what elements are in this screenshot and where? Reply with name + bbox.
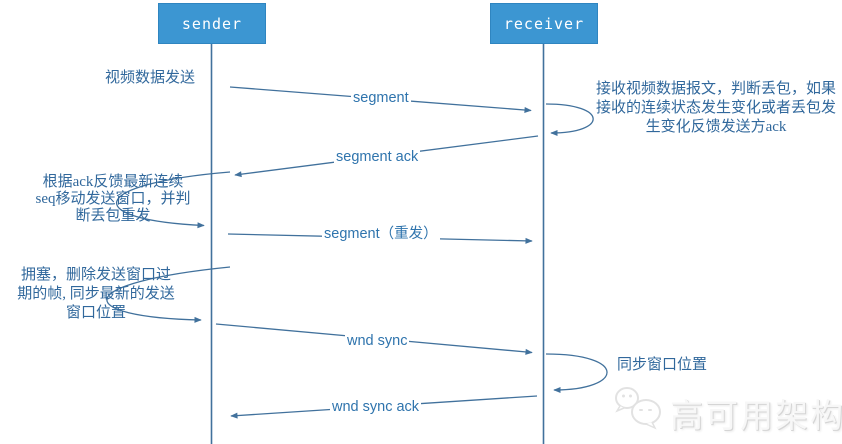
- actor-label-sender: sender: [181, 14, 243, 33]
- actor-box-sender: sender: [158, 3, 266, 44]
- actor-box-receiver: receiver: [490, 3, 598, 44]
- note-congestion-cleanup: 拥塞，删除发送窗口过 期的帧, 同步最新的发送 窗口位置: [17, 267, 175, 321]
- message-label-segment-ack: segment ack: [334, 149, 421, 166]
- sender-move-window-loop-arrow: [116, 171, 231, 229]
- watermark-brand-text: 高可用架构: [670, 399, 842, 435]
- note-receiver-judge-loss: 接收视频数据报文，判断丢包，如果 接收的连续状态发生变化或者丢包发 生变化反馈发…: [596, 81, 837, 135]
- receiver-sync-loop-arrow: [545, 353, 608, 393]
- sender-congestion-loop-arrow: [106, 266, 231, 323]
- message-label-segment: segment: [351, 90, 411, 107]
- note-video-send: 视频数据发送: [104, 70, 195, 86]
- actor-label-receiver: receiver: [503, 14, 585, 33]
- message-label-segment-resend: segment（重发）: [322, 226, 440, 243]
- message-label-wnd-sync-ack: wnd sync ack: [330, 399, 422, 416]
- message-label-wnd-sync: wnd sync: [345, 333, 410, 350]
- wechat-icon: [615, 387, 661, 430]
- note-ack-move-window: 根据ack反馈最新连续 seq移动发送窗口，并判 断丢包重发: [35, 174, 191, 224]
- note-sync-window-position: 同步窗口位置: [617, 357, 708, 373]
- receiver-judge-loop-arrow: [545, 103, 594, 136]
